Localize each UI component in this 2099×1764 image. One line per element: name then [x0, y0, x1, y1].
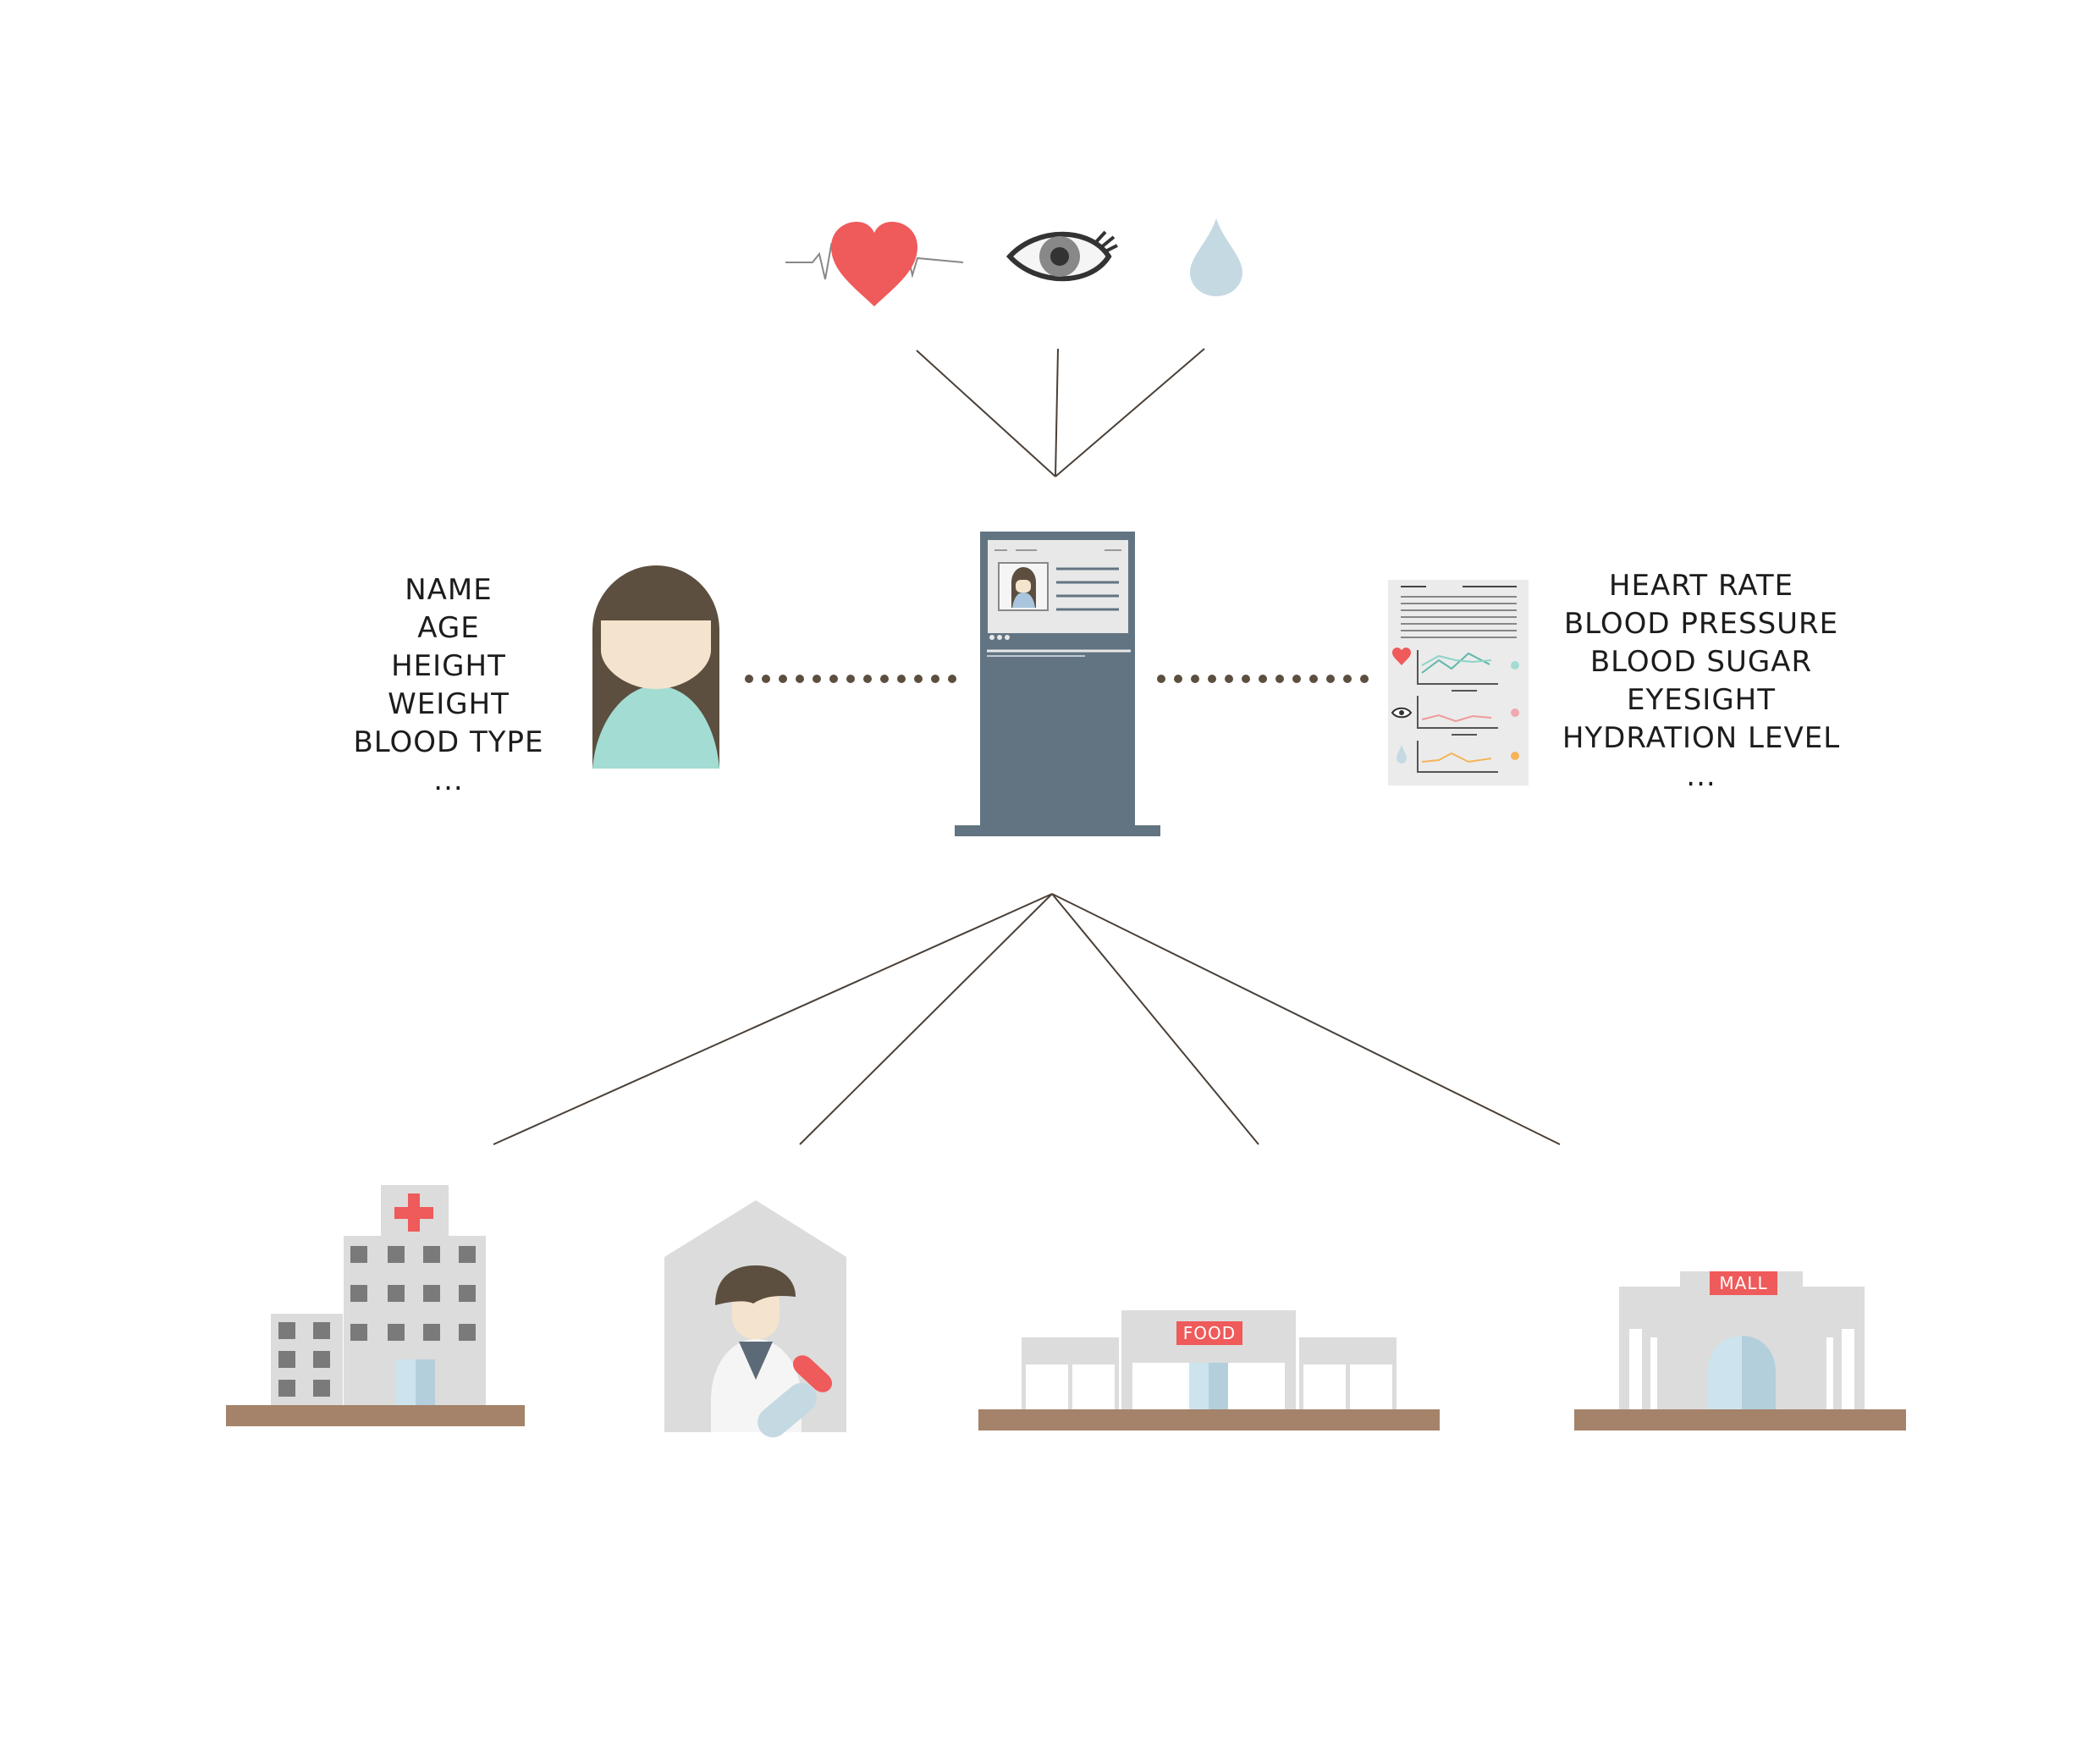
person-icon	[592, 565, 719, 769]
left-dotted-connector	[745, 675, 956, 683]
personal-info-list: NAME AGE HEIGHT WEIGHT BLOOD TYPE ...	[305, 571, 592, 800]
mall-icon: MALL	[1574, 1271, 1906, 1430]
health-report-icon	[1388, 580, 1529, 786]
hospital-icon	[226, 1185, 525, 1426]
heart-rate-icon	[785, 222, 964, 306]
water-drop-icon	[1190, 218, 1242, 296]
label-weight: WEIGHT	[388, 687, 510, 721]
label-age: AGE	[417, 611, 480, 645]
kiosk-icon	[955, 532, 1160, 836]
label-name: NAME	[405, 573, 493, 607]
food-store-icon: FOOD	[978, 1310, 1440, 1430]
label-blood-sugar: BLOOD SUGAR	[1589, 645, 1813, 679]
top-connectors	[916, 348, 1205, 477]
food-sign-label: FOOD	[1183, 1323, 1236, 1343]
label-heart-rate: HEART RATE	[1608, 569, 1794, 603]
label-more-health: ...	[1686, 759, 1716, 793]
label-more-personal: ...	[433, 763, 464, 797]
label-blood-pressure: BLOOD PRESSURE	[1563, 607, 1839, 641]
label-blood-type: BLOOD TYPE	[353, 725, 544, 759]
pharmacy-icon	[664, 1200, 846, 1438]
label-eyesight: EYESIGHT	[1626, 683, 1777, 717]
right-dotted-connector	[1157, 675, 1369, 683]
mall-sign-label: MALL	[1719, 1273, 1767, 1293]
label-height: HEIGHT	[391, 649, 506, 683]
health-metrics-list: HEART RATE BLOOD PRESSURE BLOOD SUGAR EY…	[1532, 567, 1870, 796]
bottom-connectors	[493, 893, 1561, 1145]
label-hydration-level: HYDRATION LEVEL	[1562, 721, 1841, 755]
eye-icon	[1005, 230, 1118, 282]
